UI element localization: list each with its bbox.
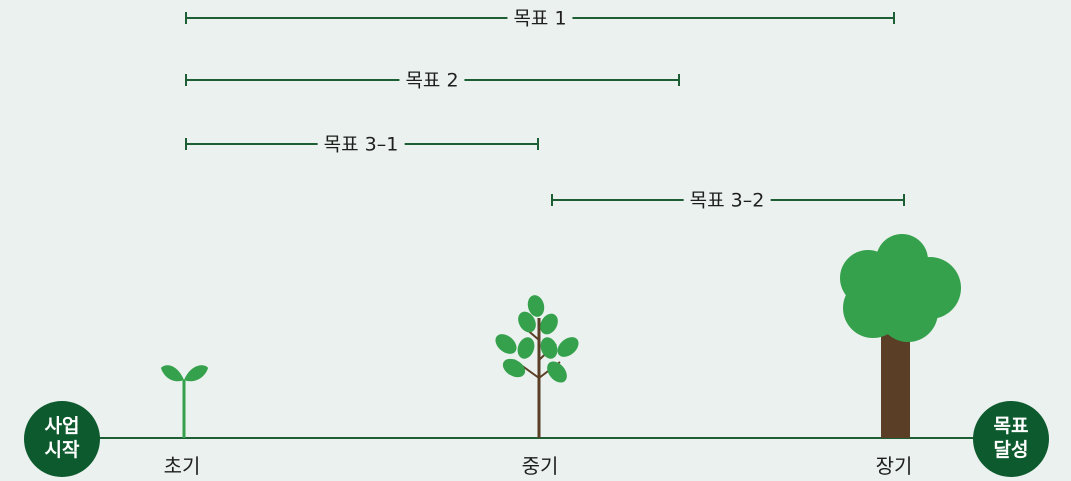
end-badge: 목표 달성 [973, 401, 1049, 477]
goal-label-3-1: 목표 3–1 [318, 136, 405, 155]
sprout-icon [161, 365, 208, 438]
start-badge-line1: 사업 [45, 415, 80, 439]
end-badge-line2: 달성 [994, 439, 1029, 463]
goal-label-3-2: 목표 3–2 [684, 192, 771, 211]
stage-label-middle: 중기 [522, 456, 559, 476]
stage-label-long: 장기 [876, 456, 913, 476]
tree-icon [840, 234, 961, 438]
end-badge-line1: 목표 [994, 415, 1029, 439]
sapling-icon [492, 293, 583, 438]
start-badge-line2: 시작 [45, 439, 80, 463]
stage-label-early: 초기 [164, 456, 201, 476]
goal-label-2: 목표 2 [399, 72, 464, 91]
goal-label-1: 목표 1 [507, 10, 572, 29]
start-badge: 사업 시작 [24, 401, 100, 477]
